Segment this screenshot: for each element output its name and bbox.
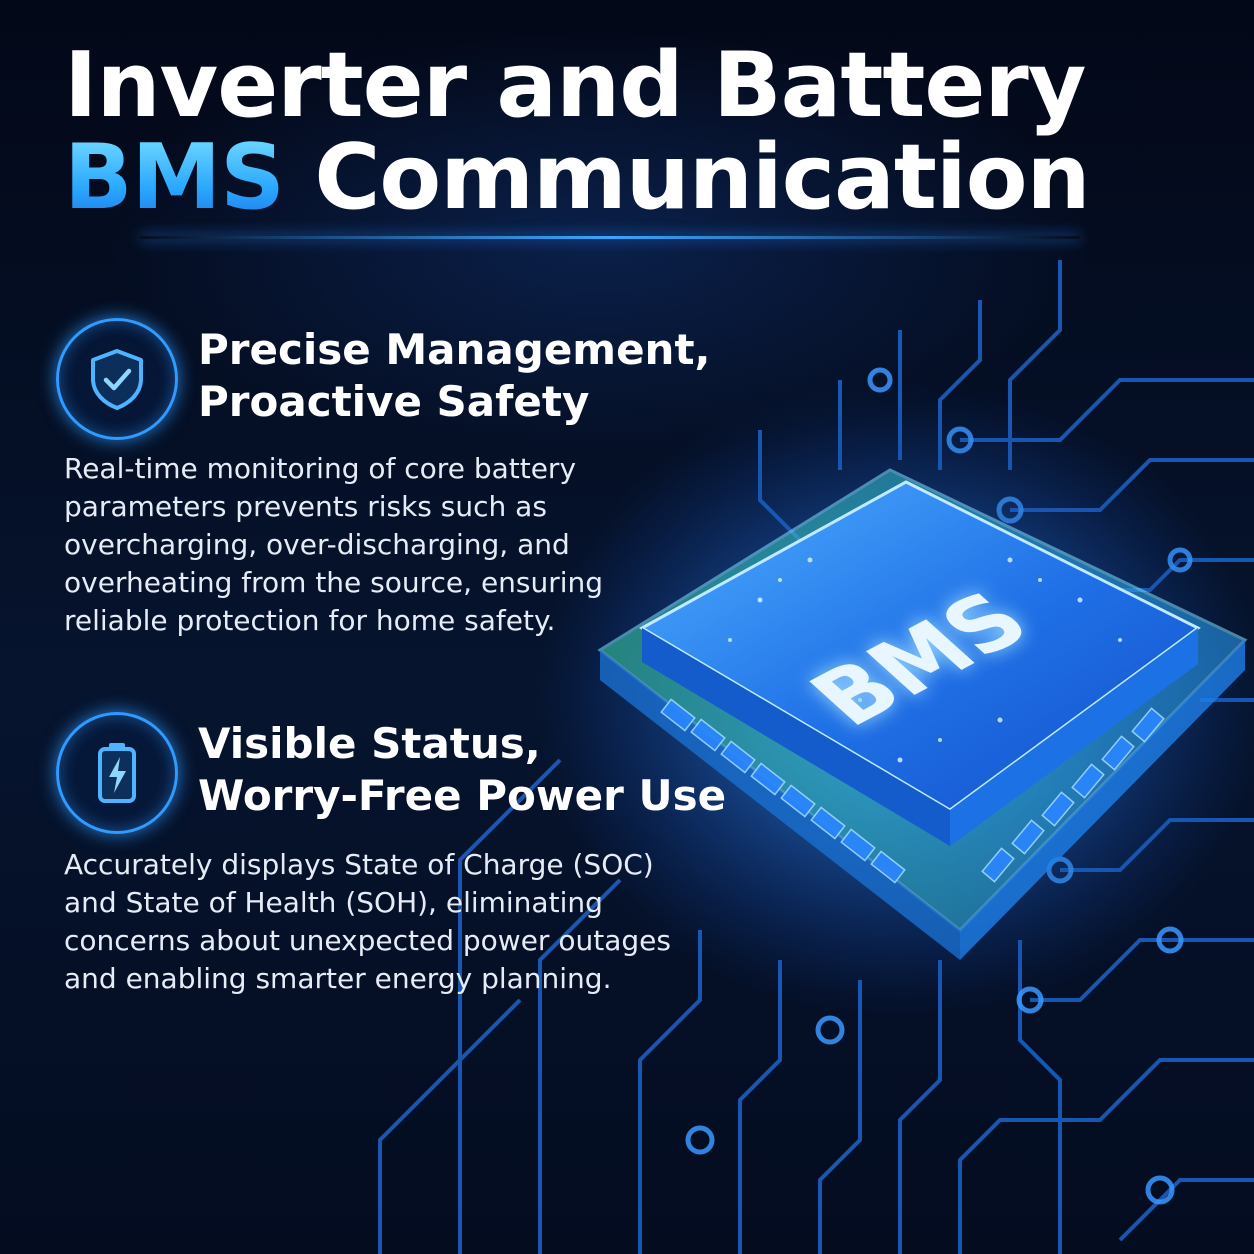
battery-bolt-icon bbox=[56, 712, 178, 834]
title-accent: BMS bbox=[64, 125, 285, 230]
feature-title: Precise Management, Proactive Safety bbox=[198, 324, 718, 428]
title-line-2-rest: Communication bbox=[314, 125, 1090, 230]
feature-title-line-1: Precise Management, bbox=[198, 325, 711, 374]
feature-description: Real-time monitoring of core battery par… bbox=[64, 452, 604, 637]
page-title: Inverter and Battery BMS Communication bbox=[64, 40, 1214, 224]
feature-title: Visible Status, Worry-Free Power Use bbox=[198, 718, 727, 822]
feature-title-line-2: Proactive Safety bbox=[198, 377, 590, 426]
shield-check-icon bbox=[56, 318, 178, 440]
title-divider bbox=[140, 236, 1080, 239]
bms-chip bbox=[597, 468, 1248, 960]
title-line-2: BMS Communication bbox=[64, 132, 1214, 224]
feature-description: Accurately displays State of Charge (SOC… bbox=[64, 848, 671, 995]
feature-title-line-1: Visible Status, bbox=[198, 719, 541, 768]
title-line-1: Inverter and Battery bbox=[64, 33, 1086, 138]
feature-title-line-2: Worry-Free Power Use bbox=[198, 771, 727, 820]
